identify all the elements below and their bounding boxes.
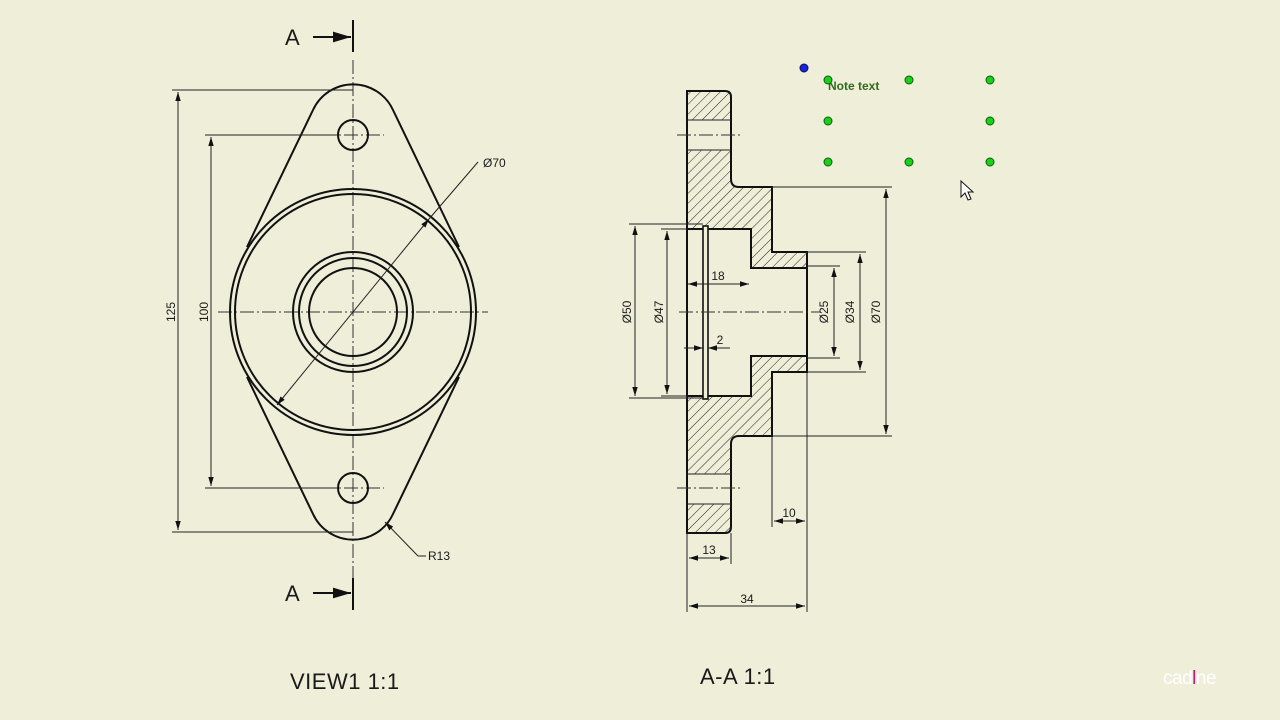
boss-chamfer-circle	[234, 193, 472, 431]
section-label-bottom: A	[285, 581, 300, 606]
dim-d50-text: Ø50	[620, 300, 634, 323]
note-grip-top-middle[interactable]	[904, 75, 914, 85]
brand-part1: cad	[1163, 668, 1192, 689]
note-grip-bottom-left[interactable]	[823, 157, 833, 167]
note-text[interactable]: Note text	[828, 79, 879, 93]
dim-d70-text: Ø70	[483, 156, 506, 170]
dim-d25-text: Ø25	[817, 300, 831, 323]
dim-d70-leader	[428, 161, 479, 220]
arrow-cursor-icon	[960, 179, 975, 201]
dim-10-text: 10	[782, 506, 796, 520]
note-grip-middle-left[interactable]	[823, 116, 833, 126]
dim-100-text: 100	[197, 302, 211, 322]
dim-r13-text: R13	[428, 549, 450, 563]
note-grip-top-left[interactable]	[823, 75, 833, 85]
dim-13-text: 13	[702, 543, 716, 557]
section-view-aa[interactable]: Ø50 Ø47 18 2 Ø25 Ø34 Ø70 10 13	[620, 90, 892, 689]
note-grip-bottom-right[interactable]	[985, 157, 995, 167]
note-base-grip[interactable]	[799, 63, 809, 73]
outer-boss-circle	[229, 188, 477, 436]
view1-front-view[interactable]: 125 100 Ø70 R13 A A VIEW1 1:1	[164, 20, 506, 694]
dim-18-text: 18	[711, 269, 725, 283]
view1-title: VIEW1 1:1	[290, 669, 400, 694]
brand-part3: ne	[1196, 668, 1216, 689]
note-annotation-selected[interactable]: Note text	[799, 63, 995, 167]
dim-2-text: 2	[717, 333, 724, 347]
brand-part2: l	[1192, 668, 1196, 689]
note-grip-bottom-middle[interactable]	[904, 157, 914, 167]
dim-125-text: 125	[164, 302, 178, 322]
dim-d70-line[interactable]	[276, 218, 430, 406]
note-grip-top-right[interactable]	[985, 75, 995, 85]
dim-d34-text: Ø34	[843, 300, 857, 323]
dim-r13-leader[interactable]	[384, 521, 419, 557]
bolt-hole-void-bottom	[688, 474, 730, 504]
brand-logo: cadlne	[1163, 668, 1216, 689]
section-label-top: A	[285, 25, 300, 50]
dim-d47-text: Ø47	[652, 300, 666, 323]
dim-section-d70-text: Ø70	[869, 300, 883, 323]
section-view-title: A-A 1:1	[700, 664, 776, 689]
note-grip-middle-right[interactable]	[985, 116, 995, 126]
dim-34-text: 34	[740, 592, 754, 606]
